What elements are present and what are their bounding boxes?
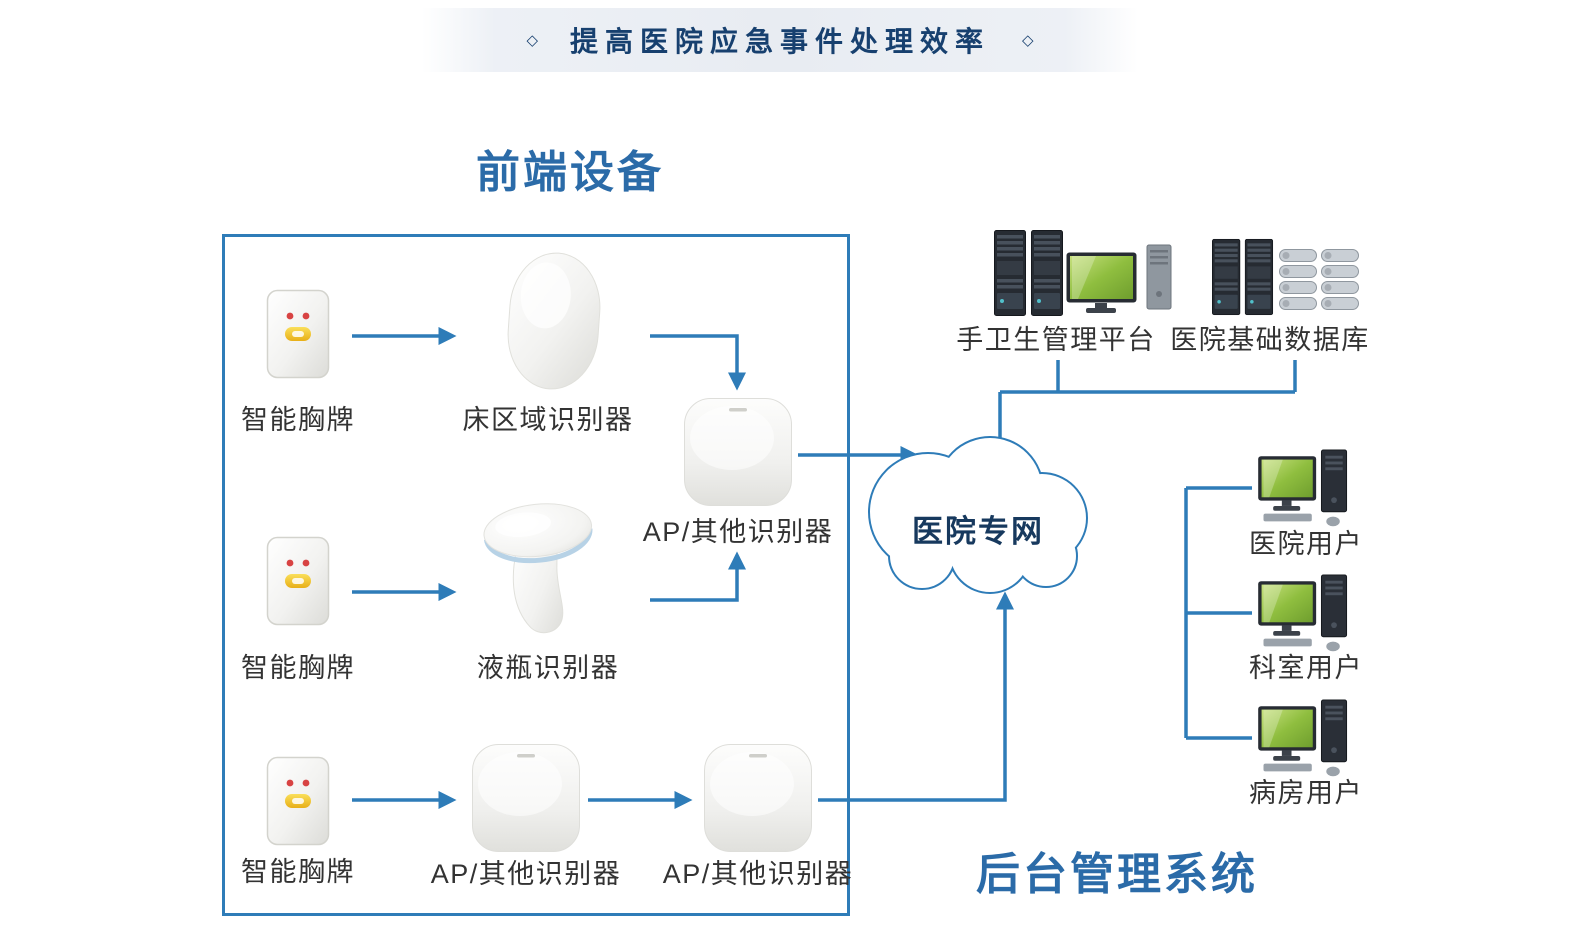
ap-identifier-icon bbox=[682, 396, 794, 508]
smart-badge-icon bbox=[266, 536, 330, 626]
bed-identifier-label: 床区域识别器 bbox=[462, 405, 634, 435]
banner: ◇ 提高医院应急事件处理效率 ◇ bbox=[422, 8, 1138, 72]
badge-label: 智能胸牌 bbox=[241, 405, 355, 435]
server-platform-icon bbox=[994, 228, 1172, 316]
frontend-title: 前端设备 bbox=[476, 148, 664, 197]
diamond-icon: ◇ bbox=[1022, 32, 1034, 49]
arrow-ap2-to-cloud bbox=[818, 591, 1015, 802]
diamond-icon: ◇ bbox=[526, 32, 538, 49]
liquid-identifier-label: 液瓶识别器 bbox=[476, 653, 620, 683]
user-computer-icon bbox=[1256, 573, 1356, 658]
banner-title: 提高医院应急事件处理效率 bbox=[569, 26, 990, 57]
smart-badge-icon bbox=[266, 756, 330, 846]
user-computer-icon bbox=[1256, 448, 1356, 533]
database-server-icon bbox=[1212, 238, 1362, 318]
database-label: 医院基础数据库 bbox=[1170, 325, 1370, 355]
arrow-dispenser-to-ap bbox=[650, 551, 747, 602]
arrow-bed-to-ap bbox=[650, 334, 747, 391]
smart-badge-icon bbox=[266, 289, 330, 379]
liquid-bottle-identifier-icon bbox=[475, 492, 609, 649]
connector-lines bbox=[352, 326, 1297, 810]
ap-identifier-icon bbox=[470, 742, 582, 854]
badge-label: 智能胸牌 bbox=[241, 857, 355, 887]
network-cloud-icon bbox=[868, 436, 1088, 594]
badge-label: 智能胸牌 bbox=[241, 653, 355, 683]
user-computer-icon bbox=[1256, 698, 1356, 783]
bed-area-identifier-icon bbox=[501, 247, 607, 395]
ward-user-label: 病房用户 bbox=[1249, 778, 1363, 808]
hospital-user-label: 医院用户 bbox=[1249, 529, 1363, 559]
department-user-label: 科室用户 bbox=[1249, 653, 1363, 683]
platform-label: 手卫生管理平台 bbox=[956, 325, 1156, 355]
ap-identifier-label: AP/其他识别器 bbox=[430, 859, 622, 889]
ap-identifier-label: AP/其他识别器 bbox=[642, 517, 834, 547]
cloud-label: 医院专网 bbox=[912, 514, 1044, 549]
frontend-devices-panel bbox=[222, 234, 850, 916]
backend-title: 后台管理系统 bbox=[976, 850, 1258, 899]
ap-identifier-icon bbox=[702, 742, 814, 854]
ap-identifier-label: AP/其他识别器 bbox=[662, 859, 854, 889]
